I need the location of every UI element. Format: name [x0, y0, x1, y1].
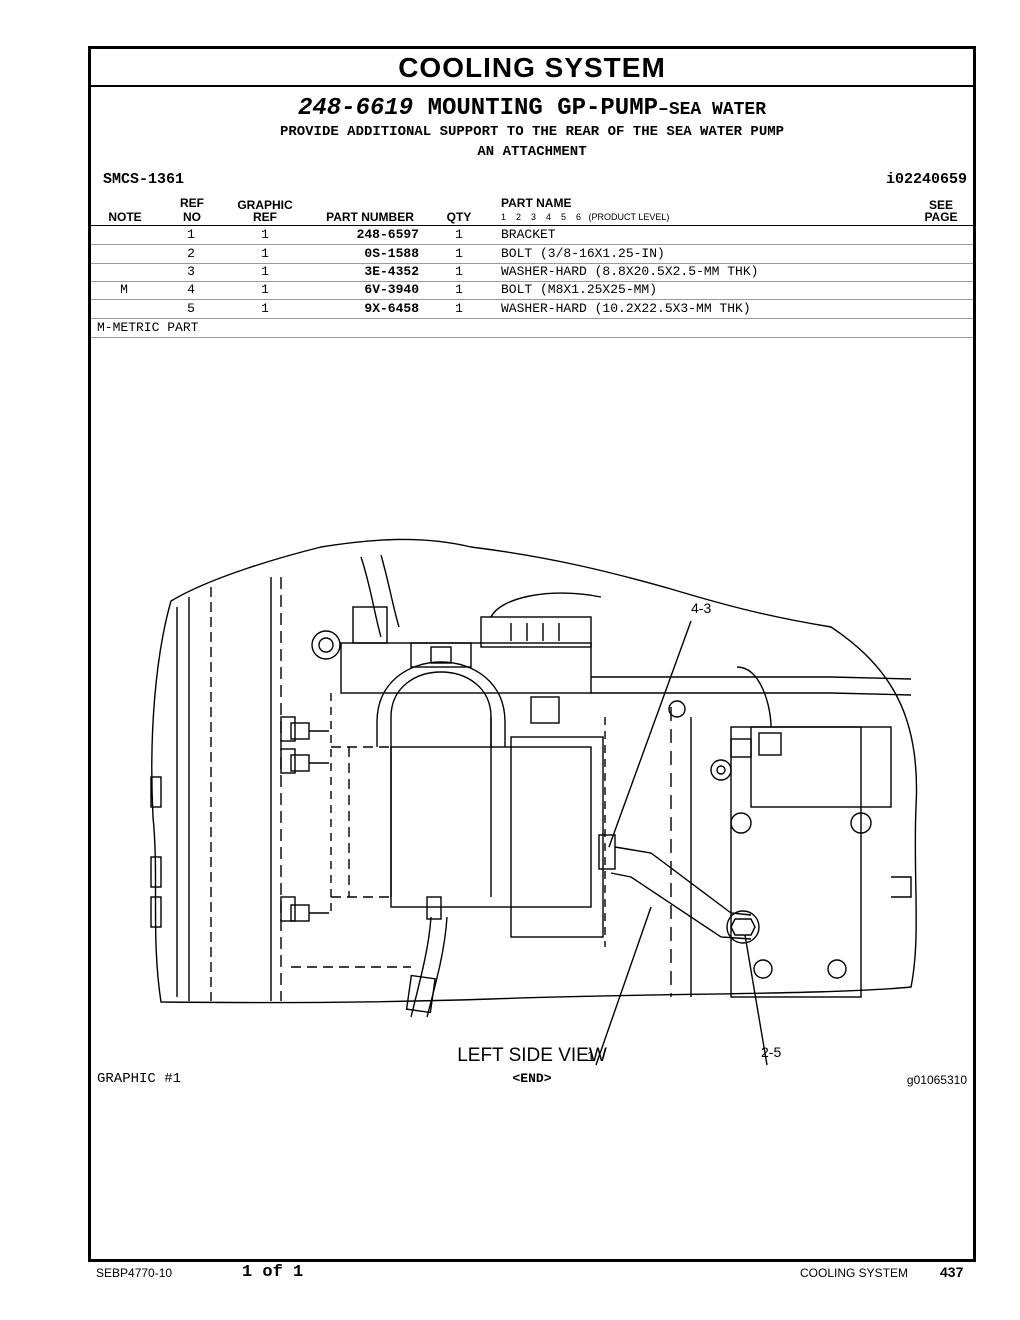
row-ref: 1 — [187, 227, 195, 242]
col-note-header: NOTE — [108, 210, 142, 224]
graphic-id: g01065310 — [906, 1073, 967, 1087]
end-label: <END> — [512, 1071, 552, 1086]
title-bar: COOLING SYSTEM — [91, 49, 973, 87]
row-part-name: BRACKET — [501, 227, 556, 242]
table-row: M 4 1 6V-3940 1 BOLT (M8X1.25X25-MM) — [91, 281, 973, 299]
row-qty: 1 — [455, 246, 463, 261]
row-graphic-ref: 1 — [261, 264, 269, 279]
smcs-code: SMCS-1361 — [103, 171, 185, 188]
row-divider — [91, 263, 973, 264]
group-name: MOUNTING GP-PUMP — [427, 95, 659, 122]
view-label: LEFT SIDE VIEW — [457, 1045, 607, 1066]
row-part-number: 248-6597 — [356, 227, 419, 242]
row-part-name: WASHER-HARD (10.2X22.5X3-MM THK) — [501, 301, 751, 316]
row-part-number: 3E-4352 — [364, 264, 419, 279]
row-graphic-ref: 1 — [261, 246, 269, 261]
col-graphic-header-top: GRAPHIC — [237, 198, 293, 212]
row-part-name: BOLT (3/8-16X1.25-IN) — [501, 246, 665, 261]
callout-label: 1 — [587, 1048, 595, 1064]
row-part-name: BOLT (M8X1.25X25-MM) — [501, 282, 658, 297]
row-divider — [91, 299, 973, 300]
col-see-header-top: SEE — [928, 198, 953, 212]
doc-number: SEBP4770-10 — [96, 1266, 173, 1280]
page-number: 437 — [940, 1264, 964, 1280]
description-line-2: AN ATTACHMENT — [477, 144, 587, 160]
row-qty: 1 — [455, 301, 463, 316]
footer-section: COOLING SYSTEM — [800, 1266, 909, 1280]
row-graphic-ref: 1 — [261, 301, 269, 316]
col-ref-header-top: REF — [180, 196, 204, 210]
table-row: 3 1 3E-4352 1 WASHER-HARD (8.8X20.5X2.5-… — [91, 263, 973, 281]
col-qty-header: QTY — [446, 210, 472, 224]
group-number: 248-6619 — [297, 95, 414, 122]
row-qty: 1 — [455, 227, 463, 242]
table-row: 2 1 0S-1588 1 BOLT (3/8-16X1.25-IN) — [91, 245, 973, 263]
col-part-number-header: PART NUMBER — [326, 210, 414, 224]
callout-label: 2-5 — [761, 1044, 781, 1060]
graphic-label: GRAPHIC #1 — [97, 1071, 182, 1087]
col-see-header-bottom: PAGE — [924, 210, 958, 224]
info-id: i02240659 — [885, 171, 967, 188]
row-part-name: WASHER-HARD (8.8X20.5X2.5-MM THK) — [501, 264, 759, 279]
description-line-1: PROVIDE ADDITIONAL SUPPORT TO THE REAR O… — [279, 124, 785, 140]
page-frame: COOLING SYSTEM 248-6619 MOUNTING GP-PUMP… — [88, 46, 976, 1262]
metric-footnote: M-METRIC PART — [97, 320, 199, 335]
row-part-number: 0S-1588 — [364, 246, 419, 261]
row-ref: 2 — [187, 246, 195, 261]
group-title: 248-6619 MOUNTING GP-PUMP–SEA WATER — [91, 95, 973, 122]
page-title: COOLING SYSTEM — [398, 52, 666, 83]
col-graphic-header-bottom: REF — [253, 210, 277, 224]
row-ref: 4 — [187, 282, 195, 297]
row-ref: 5 — [187, 301, 195, 316]
parts-illustration: 4-3 1 2-5 — [150, 538, 918, 1066]
row-part-number: 9X-6458 — [364, 301, 419, 316]
table-row: 1 1 248-6597 1 BRACKET — [91, 226, 973, 244]
col-part-name-header: PART NAME — [501, 196, 572, 210]
table-row: 5 1 9X-6458 1 WASHER-HARD (10.2X22.5X3-M… — [91, 300, 973, 318]
table-bottom-divider — [91, 337, 973, 338]
row-graphic-ref: 1 — [261, 227, 269, 242]
row-note: M — [120, 282, 128, 297]
row-part-number: 6V-3940 — [364, 282, 419, 297]
product-level: 1 2 3 4 5 6 (PRODUCT LEVEL) — [501, 212, 670, 222]
row-divider — [91, 318, 973, 319]
callout-label: 4-3 — [691, 600, 711, 616]
row-qty: 1 — [455, 282, 463, 297]
row-divider — [91, 281, 973, 282]
page-of: 1 of 1 — [242, 1263, 304, 1282]
col-ref-header-bottom: NO — [183, 210, 201, 224]
header-divider — [91, 225, 973, 226]
row-graphic-ref: 1 — [261, 282, 269, 297]
row-qty: 1 — [455, 264, 463, 279]
row-divider — [91, 244, 973, 245]
group-suffix: –SEA WATER — [658, 100, 767, 120]
row-ref: 3 — [187, 264, 195, 279]
